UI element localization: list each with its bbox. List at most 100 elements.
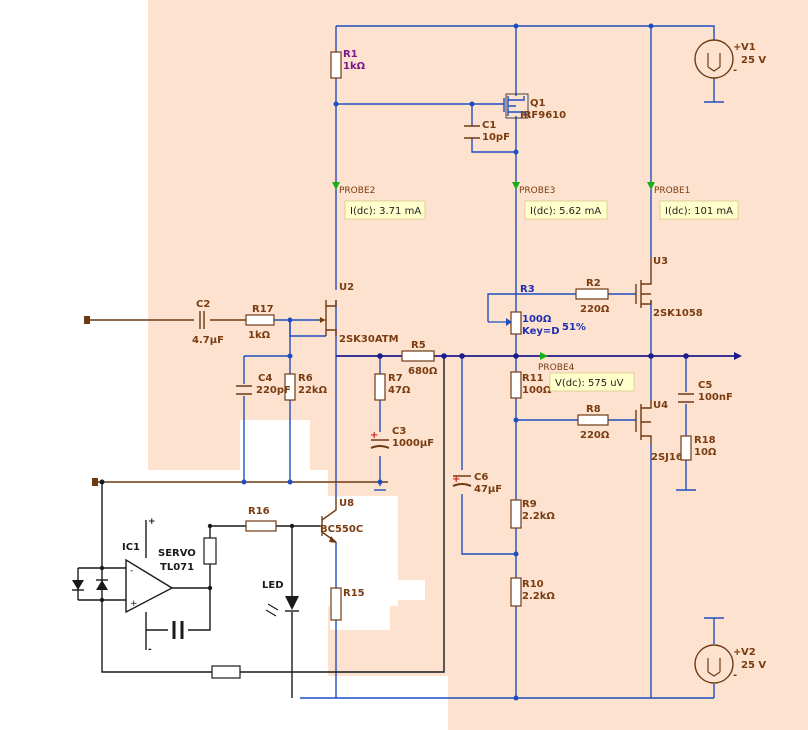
brown-wires (84, 316, 388, 486)
probe-2[interactable]: PROBE2 I(dc): 3.71 mA (332, 182, 426, 220)
svg-text:LED: LED (262, 580, 284, 591)
svg-text:-: - (130, 566, 133, 576)
svg-text:2.2kΩ: 2.2kΩ (522, 591, 555, 602)
svg-text:+: + (733, 42, 741, 53)
svg-text:C4: C4 (258, 373, 272, 384)
svg-text:220Ω: 220Ω (580, 430, 610, 441)
svg-text:C3: C3 (392, 426, 406, 437)
svg-text:V(dc): 575 uV: V(dc): 575 uV (555, 378, 624, 389)
svg-text:+: + (452, 474, 460, 485)
svg-text:TL071: TL071 (160, 562, 194, 573)
svg-text:-: - (733, 670, 737, 681)
svg-text:R1: R1 (343, 49, 358, 60)
probe-1[interactable]: PROBE1 I(dc): 101 mA (647, 182, 739, 220)
svg-text:100nF: 100nF (698, 392, 733, 403)
svg-text:2.2kΩ: 2.2kΩ (522, 511, 555, 522)
voltage-source-v2[interactable]: + V2 25 V - (694, 644, 766, 684)
svg-text:220Ω: 220Ω (580, 304, 610, 315)
resistor-r18[interactable]: R18 10Ω (680, 435, 717, 461)
opamp-ic1[interactable]: - + + - IC1 SERVO TL071 (122, 517, 196, 655)
capacitor-c3[interactable]: + C3 1000µF (370, 426, 434, 449)
bjt-u8[interactable]: U8 BC550C (320, 498, 363, 543)
capacitor-c6[interactable]: + C6 47µF (452, 472, 502, 495)
svg-text:R9: R9 (522, 499, 537, 510)
servo-feedback-resistor[interactable] (203, 537, 217, 565)
svg-text:47Ω: 47Ω (388, 385, 411, 396)
mosfet-u4[interactable]: U4 2SJ162 (635, 400, 690, 463)
resistor-r9[interactable]: R9 2.2kΩ (510, 499, 555, 529)
servo-integrator-capacitor[interactable] (172, 621, 184, 639)
svg-text:BC550C: BC550C (320, 524, 363, 535)
mosfet-q1[interactable]: Q1 IRF9610 (503, 93, 566, 121)
svg-text:47µF: 47µF (474, 484, 502, 495)
protection-diodes[interactable] (72, 579, 108, 591)
svg-text:100Ω: 100Ω (522, 385, 552, 396)
resistor-r10[interactable]: R10 2.2kΩ (510, 577, 555, 607)
svg-text:-: - (148, 645, 152, 655)
svg-text:PROBE2: PROBE2 (339, 186, 375, 196)
led-d1[interactable]: LED (262, 580, 299, 617)
resistor-r6[interactable]: R6 22kΩ (284, 373, 328, 401)
svg-text:Key=D: Key=D (522, 326, 560, 337)
svg-text:R5: R5 (411, 340, 426, 351)
svg-text:2SK1058: 2SK1058 (653, 308, 703, 319)
svg-text:I(dc): 3.71 mA: I(dc): 3.71 mA (350, 206, 421, 217)
voltage-source-v1[interactable]: + V1 25 V - (694, 39, 766, 79)
svg-text:R16: R16 (248, 506, 270, 517)
svg-text:PROBE4: PROBE4 (538, 363, 575, 373)
svg-text:C6: C6 (474, 472, 488, 483)
svg-text:R17: R17 (252, 304, 274, 315)
probe-3[interactable]: PROBE3 I(dc): 5.62 mA (512, 182, 608, 220)
svg-text:U8: U8 (339, 498, 354, 509)
junction-dots (99, 23, 689, 701)
potentiometer-r3[interactable]: R3 100Ω Key=D 51% (488, 284, 586, 337)
probe-4[interactable]: PROBE4 V(dc): 575 uV (538, 352, 635, 392)
svg-text:R6: R6 (298, 373, 313, 384)
resistor-r15[interactable]: R15 (330, 587, 365, 621)
svg-text:+: + (733, 647, 741, 658)
svg-text:U3: U3 (653, 256, 668, 267)
svg-text:Q1: Q1 (530, 98, 546, 109)
svg-text:I(dc): 101 mA: I(dc): 101 mA (665, 206, 733, 217)
svg-text:PROBE1: PROBE1 (654, 186, 690, 196)
capacitor-c1[interactable]: C1 10pF (464, 120, 510, 143)
svg-text:SERVO: SERVO (158, 548, 196, 559)
svg-text:R11: R11 (522, 373, 544, 384)
mosfet-u3[interactable]: U3 2SK1058 (635, 256, 703, 319)
resistor-r1[interactable]: R1 1kΩ (330, 49, 366, 79)
resistor-r5[interactable]: R5 680Ω (401, 340, 438, 377)
svg-text:1kΩ: 1kΩ (248, 330, 271, 341)
resistor-r7[interactable]: R7 47Ω (374, 373, 411, 401)
svg-text:+: + (148, 517, 156, 527)
svg-text:C2: C2 (196, 299, 210, 310)
svg-text:V2: V2 (741, 647, 756, 658)
svg-text:100Ω: 100Ω (522, 314, 552, 325)
servo-output-resistor[interactable] (211, 665, 241, 679)
svg-text:PROBE3: PROBE3 (519, 186, 555, 196)
capacitor-c5[interactable]: C5 100nF (678, 380, 733, 403)
svg-text:+: + (370, 430, 378, 441)
capacitor-c4[interactable]: C4 220pF (236, 373, 291, 396)
svg-text:I(dc): 5.62 mA: I(dc): 5.62 mA (530, 206, 601, 217)
svg-text:U2: U2 (339, 282, 354, 293)
svg-text:C1: C1 (482, 120, 496, 131)
resistor-r16[interactable]: R16 (245, 506, 277, 532)
resistor-r8[interactable]: R8 220Ω (577, 404, 610, 441)
svg-text:-: - (733, 65, 737, 76)
svg-text:IC1: IC1 (122, 542, 140, 553)
resistor-r11[interactable]: R11 100Ω (510, 371, 552, 399)
svg-text:25 V: 25 V (741, 55, 766, 66)
svg-text:51%: 51% (562, 322, 586, 333)
resistor-r17[interactable]: R17 1kΩ (245, 304, 275, 341)
jfet-u2[interactable]: U2 2SK30ATM (318, 282, 399, 345)
svg-text:+: + (130, 599, 138, 609)
svg-text:25 V: 25 V (741, 660, 766, 671)
capacitor-c2[interactable]: C2 4.7µF (192, 299, 224, 346)
svg-text:R10: R10 (522, 579, 544, 590)
svg-text:10pF: 10pF (482, 132, 510, 143)
svg-text:R7: R7 (388, 373, 403, 384)
svg-text:R3: R3 (520, 284, 535, 295)
svg-text:C5: C5 (698, 380, 712, 391)
resistor-r2[interactable]: R2 220Ω (575, 278, 610, 315)
